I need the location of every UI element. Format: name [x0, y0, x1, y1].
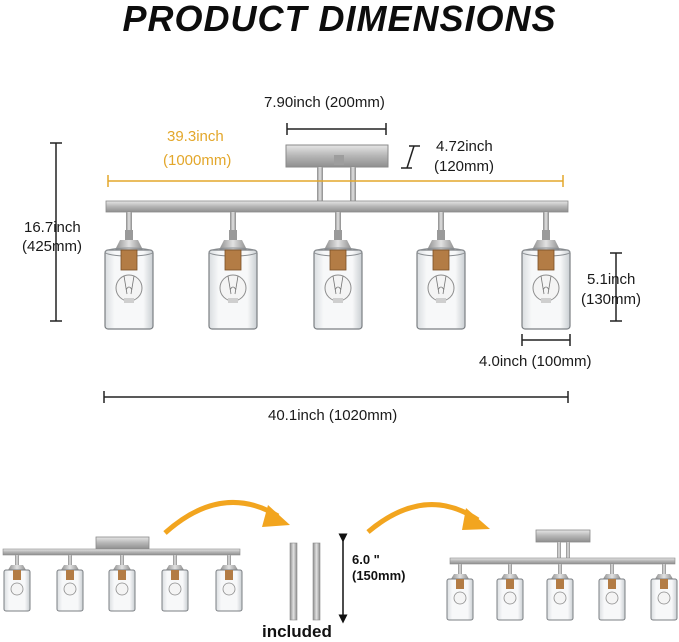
page-title: PRODUCT DIMENSIONS	[122, 0, 557, 39]
extension-rods	[289, 533, 348, 624]
shade-width-label: 4.0inch (100mm)	[479, 353, 592, 370]
transition-arrow-1	[163, 499, 290, 535]
included-label: included	[262, 622, 332, 641]
total-width-label: 40.1inch (1020mm)	[268, 407, 398, 424]
bar-length-inch-label: 39.3inch	[167, 128, 224, 145]
extension-rod-length-inch: 6.0 "	[352, 552, 380, 567]
canopy-height-mm-label: (120mm)	[434, 158, 495, 175]
bar-length-line	[107, 175, 564, 187]
canopy-width-label: 7.90inch (200mm)	[264, 94, 385, 111]
main-fixture	[104, 144, 571, 330]
extension-rod-length: 6.0 " (150mm)	[352, 552, 405, 584]
fixture-with-extension	[446, 529, 678, 621]
shade-height-mm-label: (130mm)	[581, 291, 642, 308]
dimension-lines	[50, 123, 622, 403]
bar-length-mm-label: (1000mm)	[163, 152, 232, 169]
extension-rod-length-mm: (150mm)	[352, 568, 406, 583]
canopy-height-inch-label: 4.72inch	[436, 138, 493, 155]
transition-arrow-2	[366, 502, 490, 534]
total-height-inch-label: 16.7inch	[24, 219, 81, 236]
total-height-mm-label: (425mm)	[22, 238, 83, 255]
fixture-without-extension	[2, 536, 243, 612]
shade-height-inch-label: 5.1inch	[587, 271, 636, 288]
